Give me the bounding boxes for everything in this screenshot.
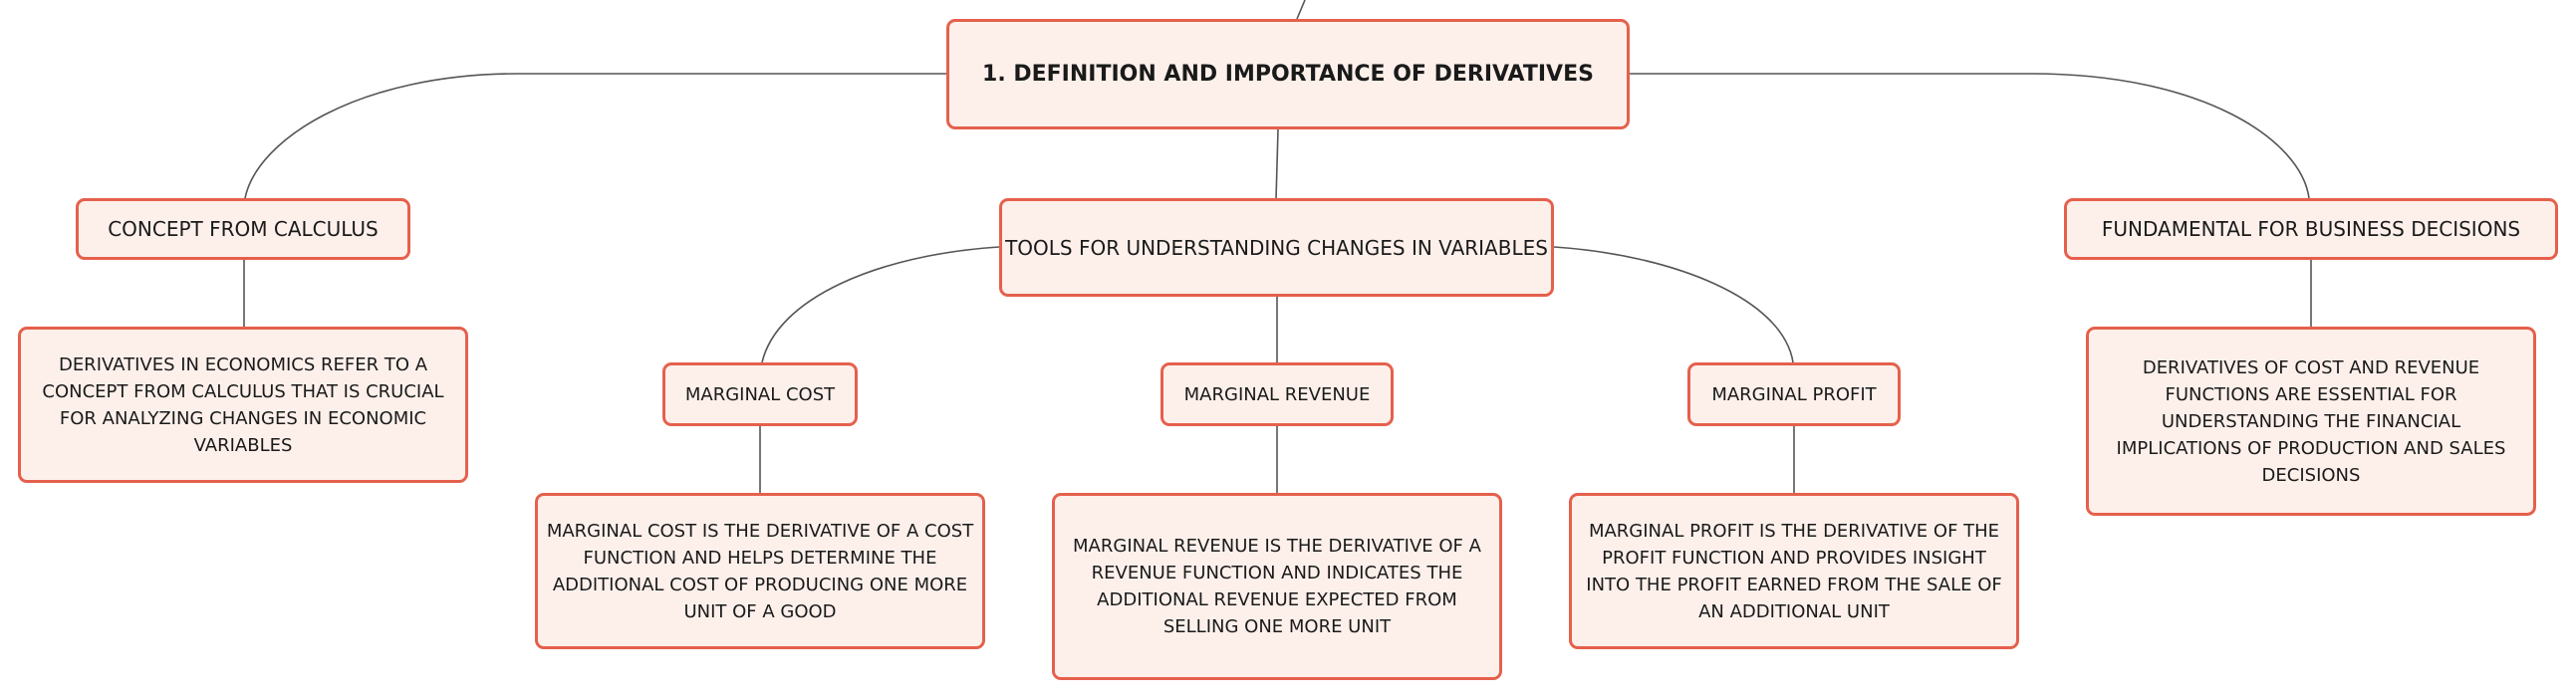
connector-tools-marginal-cost bbox=[761, 246, 1000, 363]
description-text: MARGINAL COST IS THE DERIVATIVE OF A COS… bbox=[546, 520, 974, 622]
description-text: DERIVATIVES OF COST AND REVENUE FUNCTION… bbox=[2116, 356, 2506, 486]
description-concept-from-calculus[interactable]: DERIVATIVES IN ECONOMICS REFER TO A CONC… bbox=[18, 327, 468, 483]
subtopic-marginal-cost[interactable]: MARGINAL COST bbox=[662, 362, 858, 426]
connector-root-business bbox=[1630, 73, 2310, 199]
subtopic-label: MARGINAL PROFIT bbox=[1711, 383, 1877, 405]
subtopic-marginal-revenue[interactable]: MARGINAL REVENUE bbox=[1160, 362, 1394, 426]
subtopic-label: MARGINAL COST bbox=[684, 383, 836, 405]
subtopic-marginal-profit[interactable]: MARGINAL PROFIT bbox=[1687, 362, 1901, 426]
subtopic-label: MARGINAL REVENUE bbox=[1183, 383, 1371, 405]
description-text: MARGINAL PROFIT IS THE DERIVATIVE OF THE… bbox=[1586, 520, 2002, 622]
description-text: DERIVATIVES IN ECONOMICS REFER TO A CONC… bbox=[42, 353, 444, 456]
description-marginal-cost[interactable]: MARGINAL COST IS THE DERIVATIVE OF A COS… bbox=[535, 493, 985, 649]
branch-fundamental-for-business-decisions[interactable]: FUNDAMENTAL FOR BUSINESS DECISIONS bbox=[2064, 198, 2558, 260]
description-fundamental-for-business-decisions[interactable]: DERIVATIVES OF COST AND REVENUE FUNCTION… bbox=[2086, 327, 2536, 516]
connector-tools-marginal-profit bbox=[1553, 246, 1794, 363]
root-topic-label: 1. DEFINITION AND IMPORTANCE OF DERIVATI… bbox=[982, 62, 1594, 87]
connector-root-parent bbox=[1296, 0, 1306, 20]
branch-tools-for-understanding-changes[interactable]: TOOLS FOR UNDERSTANDING CHANGES IN VARIA… bbox=[999, 198, 1554, 297]
branch-concept-from-calculus[interactable]: CONCEPT FROM CALCULUS bbox=[76, 198, 410, 260]
description-text: MARGINAL REVENUE IS THE DERIVATIVE OF A … bbox=[1073, 536, 1481, 637]
connector-root-concept bbox=[244, 73, 946, 199]
branch-label: CONCEPT FROM CALCULUS bbox=[108, 217, 379, 241]
branch-label: FUNDAMENTAL FOR BUSINESS DECISIONS bbox=[2101, 217, 2521, 241]
root-topic[interactable]: 1. DEFINITION AND IMPORTANCE OF DERIVATI… bbox=[946, 19, 1630, 129]
description-marginal-profit[interactable]: MARGINAL PROFIT IS THE DERIVATIVE OF THE… bbox=[1569, 493, 2019, 649]
connector-root-tools bbox=[1275, 128, 1279, 200]
branch-label: TOOLS FOR UNDERSTANDING CHANGES IN VARIA… bbox=[1005, 235, 1548, 260]
description-marginal-revenue[interactable]: MARGINAL REVENUE IS THE DERIVATIVE OF A … bbox=[1052, 493, 1502, 680]
